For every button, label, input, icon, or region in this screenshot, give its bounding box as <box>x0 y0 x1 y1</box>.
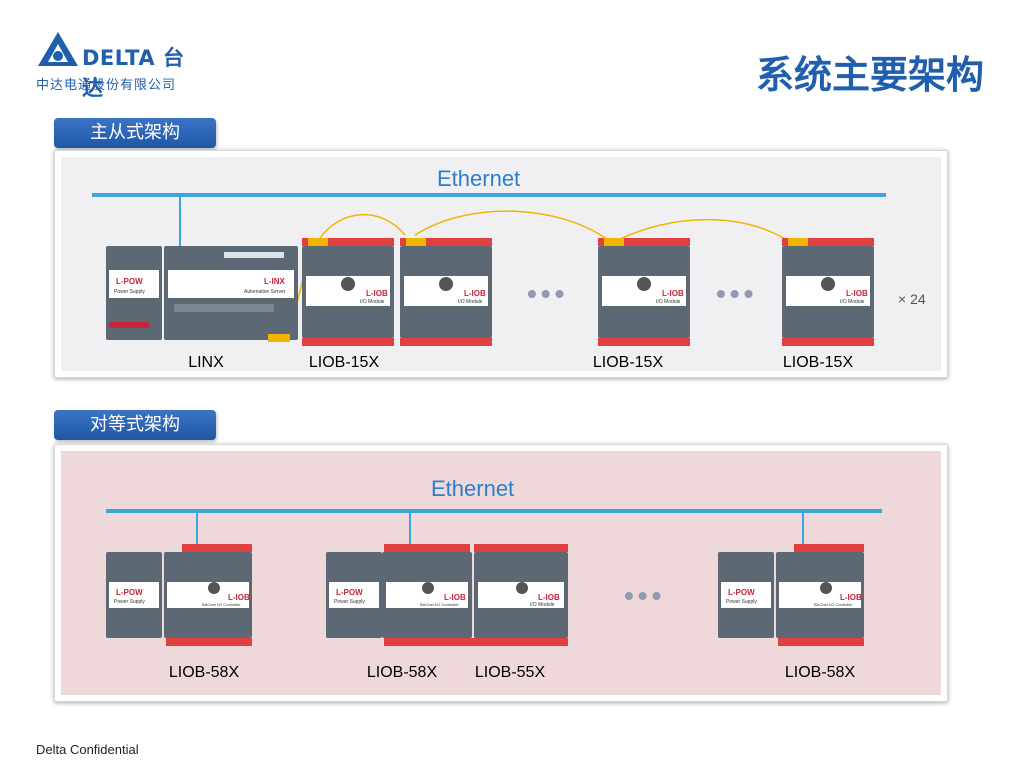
company-name: 中达电通股份有限公司 <box>36 78 177 93</box>
device-label-liob-15x-3: LIOB-15X <box>782 354 854 371</box>
ethernet-label-2: Ethernet <box>431 476 515 501</box>
ethernet-drop-2 <box>409 513 411 545</box>
liob-title: L-IOB <box>662 289 684 298</box>
liob-58x-device-2: L-POW Power Supply L-IOB BACnet I/O Cont… <box>718 544 864 646</box>
lpow-sub: Power Supply <box>334 599 365 605</box>
ethernet-bus-1 <box>92 193 886 197</box>
ethernet-bus-2 <box>106 509 882 513</box>
liob-title: L-IOB <box>840 593 862 602</box>
device-label-liob-58x-2: LIOB-58X <box>366 664 438 681</box>
lpow-sub: Power Supply <box>114 599 145 605</box>
footer-confidential: Delta Confidential <box>36 742 139 757</box>
liob-title: L-IOB <box>366 289 388 298</box>
device-label-liob-15x-1: LIOB-15X <box>308 354 380 371</box>
linx-title: L-INX <box>264 277 286 286</box>
ellipsis-2: ••• <box>716 278 758 309</box>
linx-device: L-POW Power Supply L-INX Automation Serv… <box>106 246 298 342</box>
liob-sub: I/O Module <box>656 299 681 305</box>
delta-logo: DELTA 台达 中达电通股份有限公司 <box>34 30 204 100</box>
liob-sub: I/O Module <box>530 602 555 608</box>
ethernet-drop-linx <box>179 197 181 249</box>
device-label-liob-58x-3: LIOB-58X <box>784 664 856 681</box>
lpow-title: L-POW <box>116 277 143 286</box>
delta-logo-icon <box>38 32 78 66</box>
linx-sub: Automation Server <box>244 289 286 295</box>
liob-title: L-IOB <box>444 593 466 602</box>
liob-title: L-IOB <box>464 289 486 298</box>
liob-ctrl-sub: BACnet I/O Controller <box>814 602 853 607</box>
ethernet-drop-3 <box>802 513 804 545</box>
liob-ctrl-sub: BACnet I/O Controller <box>202 602 241 607</box>
device-label-linx: LINX <box>188 354 224 371</box>
device-label-liob-58x-1: LIOB-58X <box>168 664 240 681</box>
liob-sub: I/O Module <box>840 299 865 305</box>
brand-name: DELTA 台达 <box>82 46 185 100</box>
ethernet-label-1: Ethernet <box>437 166 521 191</box>
lpow-sub: Power Supply <box>726 599 757 605</box>
lpow-title: L-POW <box>728 588 755 597</box>
liob-title: L-IOB <box>846 289 868 298</box>
ellipsis-3: ••• <box>624 580 666 611</box>
ethernet-drop-1 <box>196 513 198 545</box>
device-label-liob-15x-2: LIOB-15X <box>592 354 664 371</box>
liob-sub: I/O Module <box>360 299 385 305</box>
liob-ctrl-sub: BACnet I/O Controller <box>420 602 459 607</box>
liob-sub: I/O Module <box>458 299 483 305</box>
multiplier-label: × 24 <box>898 291 926 307</box>
liob-15x-device-2: L-IOB I/O Module <box>400 238 492 346</box>
liob-15x-device-4: L-IOB I/O Module <box>782 238 874 346</box>
lpow-title: L-POW <box>116 588 143 597</box>
liob-title: L-IOB <box>228 593 250 602</box>
device-label-liob-55x: LIOB-55X <box>474 664 546 681</box>
section-label-peer: 对等式架构 <box>54 410 216 440</box>
liob-15x-device-1: L-IOB I/O Module <box>302 238 394 346</box>
liob-58x-device-1: L-POW Power Supply L-IOB BACnet I/O Cont… <box>106 544 252 646</box>
lpow-title: L-POW <box>336 588 363 597</box>
ellipsis-1: ••• <box>527 278 569 309</box>
liob-15x-device-3: L-IOB I/O Module <box>598 238 690 346</box>
liob-58x-55x-device-group: L-POW Power Supply L-IOB BACnet I/O Cont… <box>326 544 568 646</box>
lpow-sub: Power Supply <box>114 289 145 295</box>
page-title: 系统主要架构 <box>755 53 984 97</box>
section-label-master-slave: 主从式架构 <box>54 118 216 148</box>
liob-title: L-IOB <box>538 593 560 602</box>
